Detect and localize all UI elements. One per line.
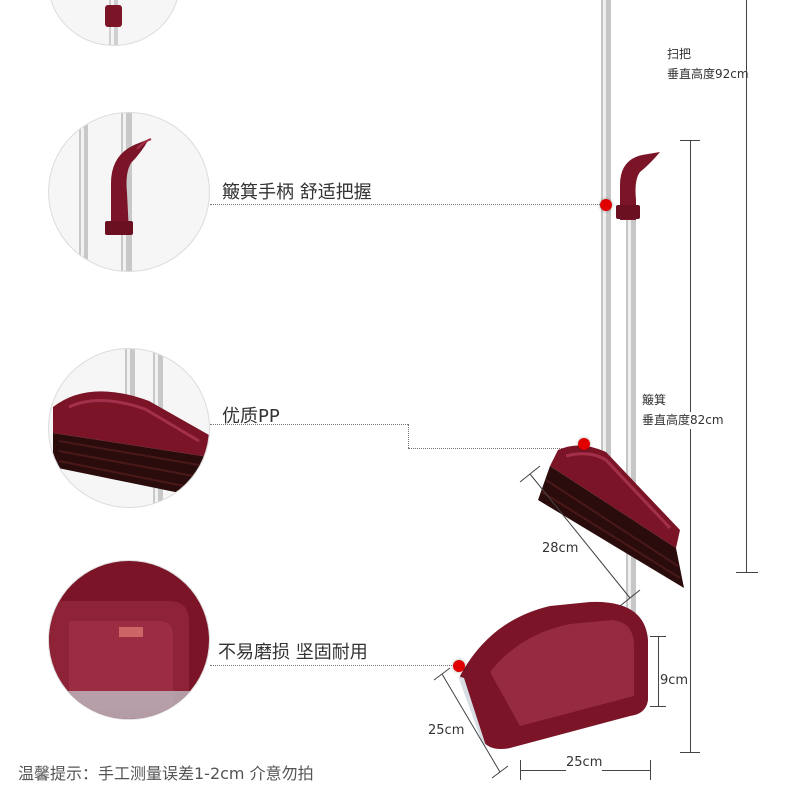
product-illustration [458,0,684,749]
marker-handle [600,199,612,211]
dustpan-inside-illustration [49,561,209,719]
detail-circle-handle-top [48,0,180,46]
dim-dustpan-name: 簸箕 [642,392,667,410]
dim-pan-depth: 25cm [428,722,465,741]
dim-brush-width: 28cm [542,540,579,559]
dim-line-broom-height [746,0,747,572]
brush-illustration [53,349,209,507]
detail-circle-handle-grip [48,112,210,272]
dim-line-dustpan-height [690,140,691,752]
dim-pan-width: 25cm [566,754,603,773]
dim-line-pan-height [658,636,659,706]
marker-brush [578,438,590,450]
dim-tick-pan-width-left [520,760,521,780]
leader-pp-a [210,424,408,425]
dim-tick-dustpan-bottom [680,752,700,753]
callout-handle-label: 簸箕手柄 舒适把握 [222,182,372,203]
broom-head [550,445,680,548]
dustpan-lip [458,676,486,746]
dim-pan-height: 9cm [660,672,689,691]
detail-circle-dustpan [48,560,210,720]
leader-pp-c [408,448,578,449]
dim-dustpan-height: 垂直高度82cm [642,412,724,430]
detail-circle-brush [48,348,210,508]
callout-pp-label: 优质PP [222,406,280,427]
dim-tick-pan-top [650,636,666,637]
leader-pp-b [408,424,409,448]
handle-grip-illustration [79,113,152,271]
dim-tick-broom-bottom [736,572,758,573]
marker-dustpan [453,660,465,672]
dim-tick-dustpan-top [680,140,700,141]
dim-line-pan-depth [433,667,509,779]
leader-durable [210,665,458,666]
dustpan-handle-hook [620,152,660,220]
dim-tick-pan-width-right [650,760,651,780]
dim-broom-name: 扫把 [667,47,692,61]
dim-broom-height: 垂直高度92cm [667,67,749,81]
footer-note: 温馨提示：手工测量误差1-2cm 介意勿拍 [18,764,314,783]
leader-handle [210,204,602,205]
callout-durable-label: 不易磨损 坚固耐用 [218,642,368,663]
dim-line-brush-width [519,465,641,607]
dim-tick-pan-bottom [650,706,666,707]
handle-top-illustration [105,0,122,45]
